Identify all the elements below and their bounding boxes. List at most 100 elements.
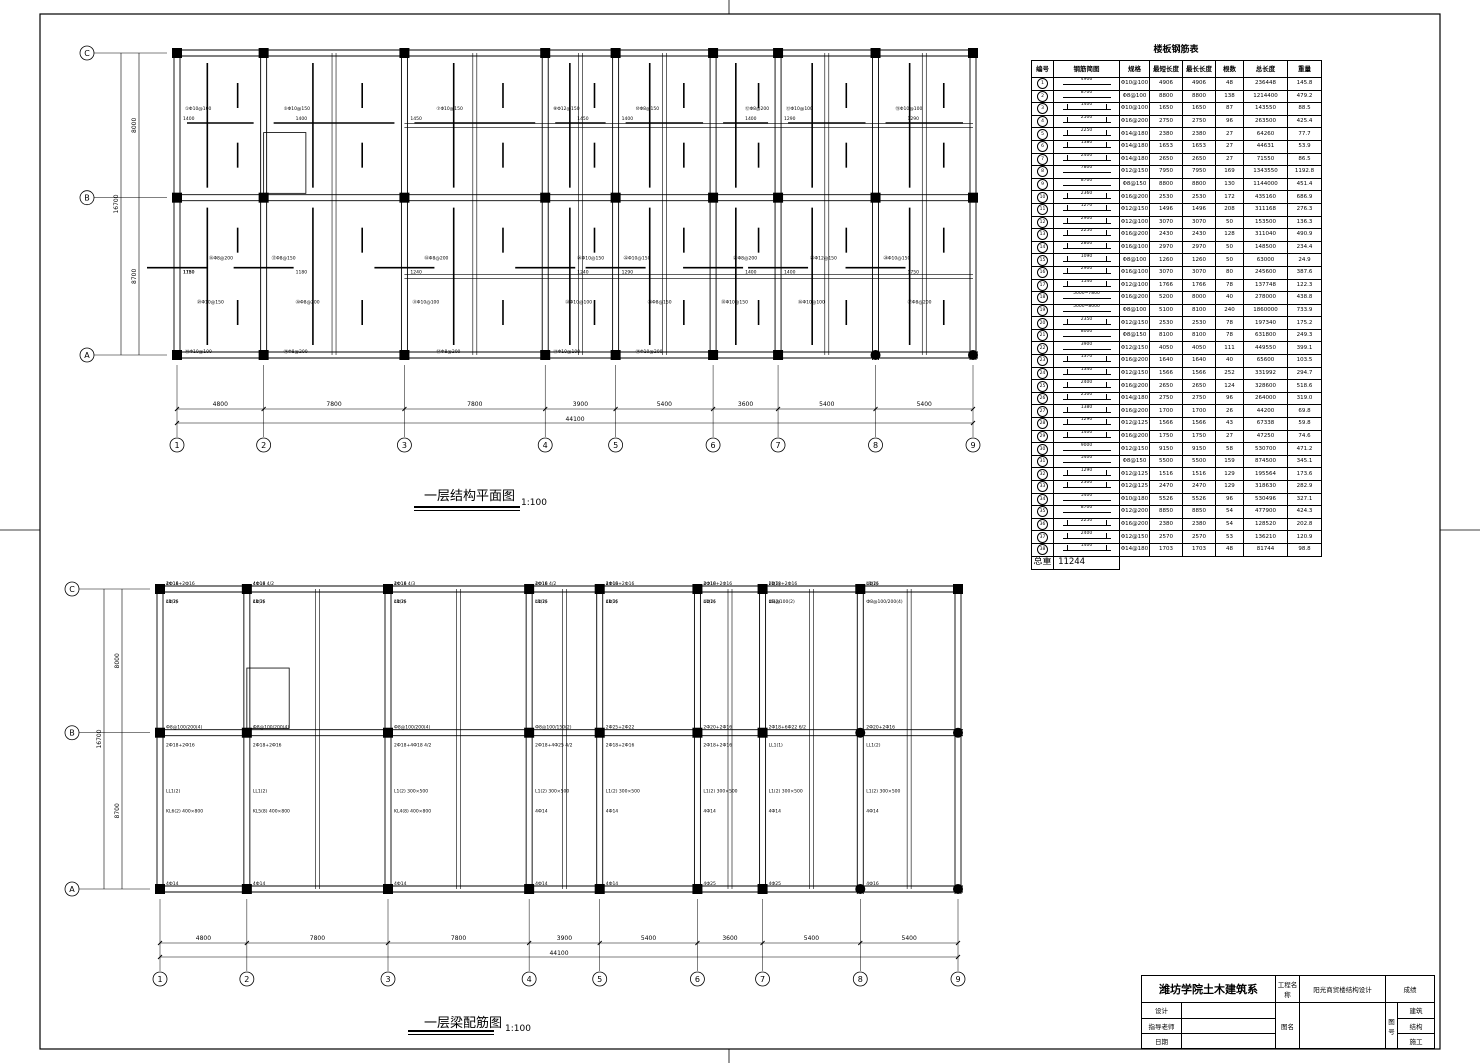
rebar-shape-length: 1370 [1080,354,1093,360]
rebar-shape-sketch: 1540 [1061,280,1113,288]
rebar-total-length: 530700 [1243,442,1288,456]
dim-tick [775,406,781,412]
beam-label: 2Ф18+2Ф16 [606,581,635,587]
rebar-count: 138 [1215,89,1244,104]
rebar-id-circle: 33 [1037,481,1048,493]
rebar-max-length: 1650 [1182,102,1216,116]
rebar-shape-length: 2300 [1080,480,1093,486]
beam-label: L1(2) 300×500 [394,789,428,795]
rebar-spec: Φ12@150 [1119,165,1150,179]
rebar-shape: 2500 [1053,391,1120,406]
rebar-spec: Φ16@200 [1119,190,1150,204]
rebar-total-length: 245600 [1243,265,1288,280]
beam-label: Ф8@100/200(4) [253,725,290,731]
rebar-weight: 345.1 [1287,454,1322,469]
beam-label: 4Ф14 [606,809,619,815]
rebar-total-length: 449550 [1243,341,1288,356]
rebar-shape-sketch: 2900 [1061,217,1113,225]
column [692,727,703,738]
rebar-weight: 686.9 [1287,190,1322,204]
beam-label: 2Ф18+2Ф16 [606,743,635,749]
column [773,192,784,203]
axis-bubble [256,437,272,453]
span-dimension: 3600 [738,401,753,408]
column-round [953,884,963,894]
beam-label: L1(2) [606,599,618,605]
rebar-id: 37 [1031,530,1054,544]
outer-border [39,13,1441,1050]
column [172,350,182,360]
rebar-spec: Φ16@200 [1119,114,1150,129]
rebar-shape: 2400 [1053,152,1120,167]
rebar-count: 169 [1215,165,1244,179]
rebar-weight: 733.9 [1287,303,1322,318]
rebar-shape-length: 5400 [1080,493,1093,498]
column [968,192,978,203]
rebar-weight: 24.9 [1287,253,1322,267]
rebar-id: 27 [1031,404,1054,419]
rebar-id: 19 [1031,303,1054,318]
beam-label: 2Ф18+2Ф16 [769,581,798,587]
rebar-shape: 2300 [1053,480,1120,494]
rebar-count: 78 [1215,278,1244,293]
span-dimension: 3600 [722,935,737,942]
axis-col-label: 1 [157,975,162,984]
rebar-shape-length: 2900 [1080,266,1093,272]
rebar-shape-length: 4906 [1080,77,1093,83]
rebar-spec: Φ14@180 [1119,139,1150,154]
rebar-shape-length: 2250 [1080,518,1093,524]
beam-label: 2Ф18+2Ф16 [166,581,195,587]
rebar-min-length: 3070 [1149,215,1183,230]
rebar-weight: 145.8 [1287,77,1322,91]
rebar-count: 129 [1215,467,1244,481]
stair-opening [263,132,307,194]
column [757,584,768,594]
rebar-count: 27 [1215,429,1244,444]
rebar-length-label: 1450 [577,116,589,122]
rebar-min-length: 2470 [1149,480,1183,494]
column-round [855,884,866,894]
rebar-shape-sketch: 2250 [1061,129,1113,137]
rebar-spec: Φ12@150 [1119,366,1150,381]
axis-col-label: 4 [527,975,532,984]
col-header-min-length: 最短长度 [1149,60,1183,78]
beam-label: 4Ф16 [703,599,716,605]
rebar-max-length: 1640 [1182,354,1216,368]
rebar-spec: Φ12@150 [1119,202,1150,217]
beam-label: 2Ф18 4/2 [535,581,556,587]
span-dimension: 3900 [573,401,588,408]
column [258,192,269,203]
rebar-count: 208 [1215,202,1244,217]
project-label: 工程名称 [1275,974,1301,1004]
column [155,727,165,738]
rebar-length-label: 1400 [745,116,757,122]
axis-bubble [608,437,624,453]
plan2-scale: 1:100 [505,1024,531,1034]
dim-tick [542,406,548,412]
dim-tick [244,940,250,946]
rebar-count: 48 [1215,542,1244,557]
rebar-weight: 173.6 [1287,467,1322,481]
rebar-label: ㉟Φ10@150 [721,299,748,306]
axis-bubble [397,437,412,453]
rebar-shape-length: 2400 [1080,379,1093,385]
beam-label: 4Ф16 [535,599,548,605]
rebar-spec: Φ12@150 [1119,442,1150,456]
beam-label: 4Ф14 [535,881,548,887]
rebar-shape-length: 8700 [1080,90,1093,95]
rebar-shape-length: 8700 [1080,178,1093,184]
rebar-total-length: 1144000 [1243,177,1288,192]
rebar-weight: 490.9 [1287,228,1322,242]
rebar-spec: Φ12@100 [1119,215,1150,230]
rebar-count: 27 [1215,127,1244,141]
rebar-max-length: 5526 [1182,492,1216,507]
axis-bubble [965,437,981,453]
rebar-min-length: 4906 [1149,77,1183,91]
rebar-spec: Φ12@150 [1119,316,1150,330]
rebar-total-length: 263500 [1243,114,1288,129]
axis-bubble-row [64,725,80,741]
rebar-shape: 7800 [1053,165,1120,179]
